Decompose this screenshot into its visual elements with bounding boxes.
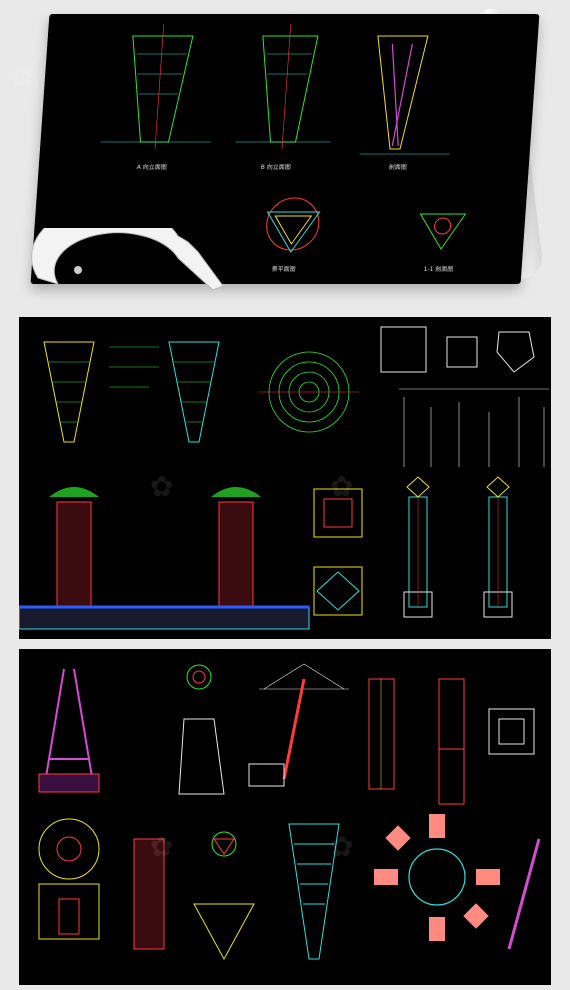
label-plan: 景平面图 [271,266,296,273]
cad-sheet-1: A 向立面图 B 向立面图 剖面图 景平面图 1-1 剖面图 [30,14,540,284]
label-section-11: 1-1 剖面图 [423,266,454,273]
cad-sheet-3 [19,649,551,985]
watermark-logo: ✿ [10,60,34,93]
sheet1-drawing [100,24,467,253]
label-elev-a: A 向立面图 [136,164,167,171]
label-section: 剖面图 [388,164,407,171]
label-elev-b: B 向立面图 [260,164,291,171]
cad-sheet-2 [19,317,551,639]
sheet3-drawing [38,663,541,961]
protractor-icon [31,228,224,291]
sheet2-drawing [19,326,549,630]
